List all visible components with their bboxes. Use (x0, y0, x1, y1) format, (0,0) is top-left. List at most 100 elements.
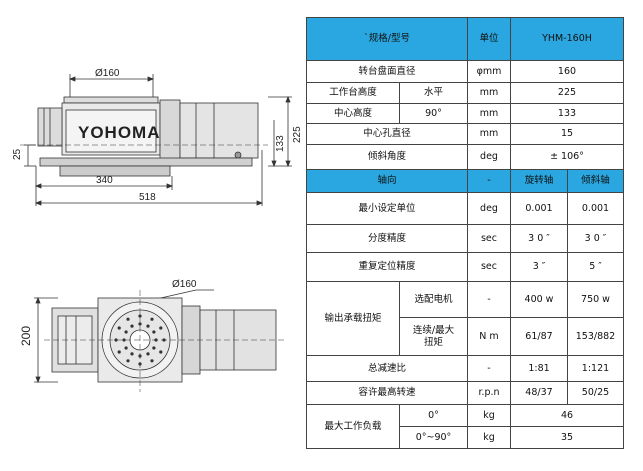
slot-dot (117, 326, 121, 330)
table-row: 中心高度 90° mm 133 (306, 103, 624, 124)
header-spec: `规格/型号 (306, 17, 468, 61)
row-unit: - (467, 355, 511, 382)
table-row: 连续/最大扭矩 N m 61/87 153/882 (307, 317, 624, 356)
slot-dot (162, 338, 166, 342)
table-row: 总减速比 - 1:81 1:121 (306, 355, 624, 382)
row-unit: deg (467, 192, 511, 225)
row-sub: 选配电机 (399, 281, 468, 318)
axis-header-tilt: 倾斜轴 (567, 169, 624, 193)
row-sub: 0°~90° (399, 426, 468, 449)
axis-header-unit: - (467, 169, 511, 193)
row-label: 总减速比 (306, 355, 468, 382)
dim-diameter-top: Ø160 (172, 279, 197, 290)
front-view (20, 74, 292, 206)
slot-dot (130, 324, 134, 328)
slot-dot (122, 338, 126, 342)
dim-height-25: 25 (12, 148, 23, 160)
row-rotary: 1:81 (510, 355, 568, 382)
row-rotary: 3 ″ (510, 252, 568, 282)
row-label: 中心孔直径 (306, 123, 468, 145)
row-unit: r.p.n (467, 381, 511, 405)
spec-table: `规格/型号 单位 YHM-160H 转台盘面直径 φmm 160 工作台高度 … (306, 17, 624, 449)
row-unit: kg (467, 404, 511, 427)
row-label: 分度精度 (306, 224, 468, 253)
row-sub: 90° (399, 103, 468, 124)
slot-dot (126, 359, 130, 363)
header-model: YHM-160H (510, 17, 624, 61)
row-label: 输出承载扭矩 (306, 281, 400, 356)
row-value: 160 (510, 60, 624, 83)
axis-header-rotary: 旋转轴 (510, 169, 568, 193)
table-row: 中心孔直径 mm 15 (306, 123, 624, 145)
row-rotary: 61/87 (510, 317, 568, 356)
header-unit: 单位 (467, 17, 511, 61)
row-unit: mm (467, 123, 511, 145)
slot-dot (154, 338, 158, 342)
slot-dot (146, 352, 150, 356)
slot-dot (152, 330, 156, 334)
row-label: 倾斜角度 (306, 144, 468, 170)
row-label: 最小设定单位 (306, 192, 468, 225)
table-row: 最小设定单位 deg 0.001 0.001 (306, 192, 624, 225)
brand-label: YOHOMA (78, 123, 161, 142)
table-row: 最大工作负载 0° kg 46 (306, 404, 624, 449)
slot-dot (152, 346, 156, 350)
technical-drawing: Ø160 340 518 25 133 225 YOHOMA Ø160 200 (12, 68, 300, 392)
dim-height-225: 225 (292, 126, 300, 143)
slot-dot (138, 314, 142, 318)
row-tilt: 50/25 (567, 381, 624, 405)
slot-dot (124, 346, 128, 350)
row-unit: deg (467, 144, 511, 170)
row-sub: 连续/最大扭矩 (399, 317, 468, 356)
row-value: 46 (510, 404, 624, 427)
table-slots (114, 314, 166, 366)
row-rotary: 0.001 (510, 192, 568, 225)
table-row: 工作台高度 水平 mm 225 (306, 82, 624, 104)
slot-dot (146, 324, 150, 328)
row-value: 225 (510, 82, 624, 104)
row-unit: φmm (467, 60, 511, 83)
top-view (34, 289, 284, 392)
slot-dot (126, 317, 130, 321)
table-row: 转台盘面直径 φmm 160 (306, 60, 624, 83)
row-value: 15 (510, 123, 624, 145)
row-label: 最大工作负载 (306, 404, 400, 449)
dim-length-518: 518 (139, 192, 156, 203)
row-tilt: 3 0 ″ (567, 224, 624, 253)
dim-height-133: 133 (275, 135, 286, 152)
row-tilt: 153/882 (567, 317, 624, 356)
table-row: 容许最高转速 r.p.n 48/37 50/25 (306, 381, 624, 405)
row-unit: mm (467, 103, 511, 124)
table-row: 输出承载扭矩 选配电机 - 400 w 750 w (306, 281, 624, 356)
dim-diameter-front: Ø160 (95, 68, 120, 79)
slot-dot (138, 354, 142, 358)
slot-dot (138, 362, 142, 366)
row-unit: N m (467, 317, 511, 356)
slot-dot (124, 330, 128, 334)
row-value: ± 106° (510, 144, 624, 170)
row-label: 容许最高转速 (306, 381, 468, 405)
slot-dot (150, 317, 154, 321)
table-header-row: `规格/型号 单位 YHM-160H (306, 17, 624, 61)
row-label: 中心高度 (306, 103, 400, 124)
row-rotary: 3 0 ″ (510, 224, 568, 253)
row-tilt: 0.001 (567, 192, 624, 225)
row-sub: 水平 (399, 82, 468, 104)
slot-dot (159, 326, 163, 330)
row-label: 工作台高度 (306, 82, 400, 104)
slot-dot (159, 350, 163, 354)
row-rotary: 48/37 (510, 381, 568, 405)
row-label: 转台盘面直径 (306, 60, 468, 83)
slot-dot (130, 352, 134, 356)
dim-length-340: 340 (96, 175, 113, 186)
row-tilt: 5 ″ (567, 252, 624, 282)
row-value: 35 (510, 426, 624, 449)
row-unit: mm (467, 82, 511, 104)
row-unit: kg (467, 426, 511, 449)
row-rotary: 400 w (510, 281, 568, 318)
row-unit: - (467, 281, 511, 318)
table-row: 重复定位精度 sec 3 ″ 5 ″ (306, 252, 624, 282)
row-unit: sec (467, 252, 511, 282)
row-value: 133 (510, 103, 624, 124)
slot-dot (114, 338, 118, 342)
